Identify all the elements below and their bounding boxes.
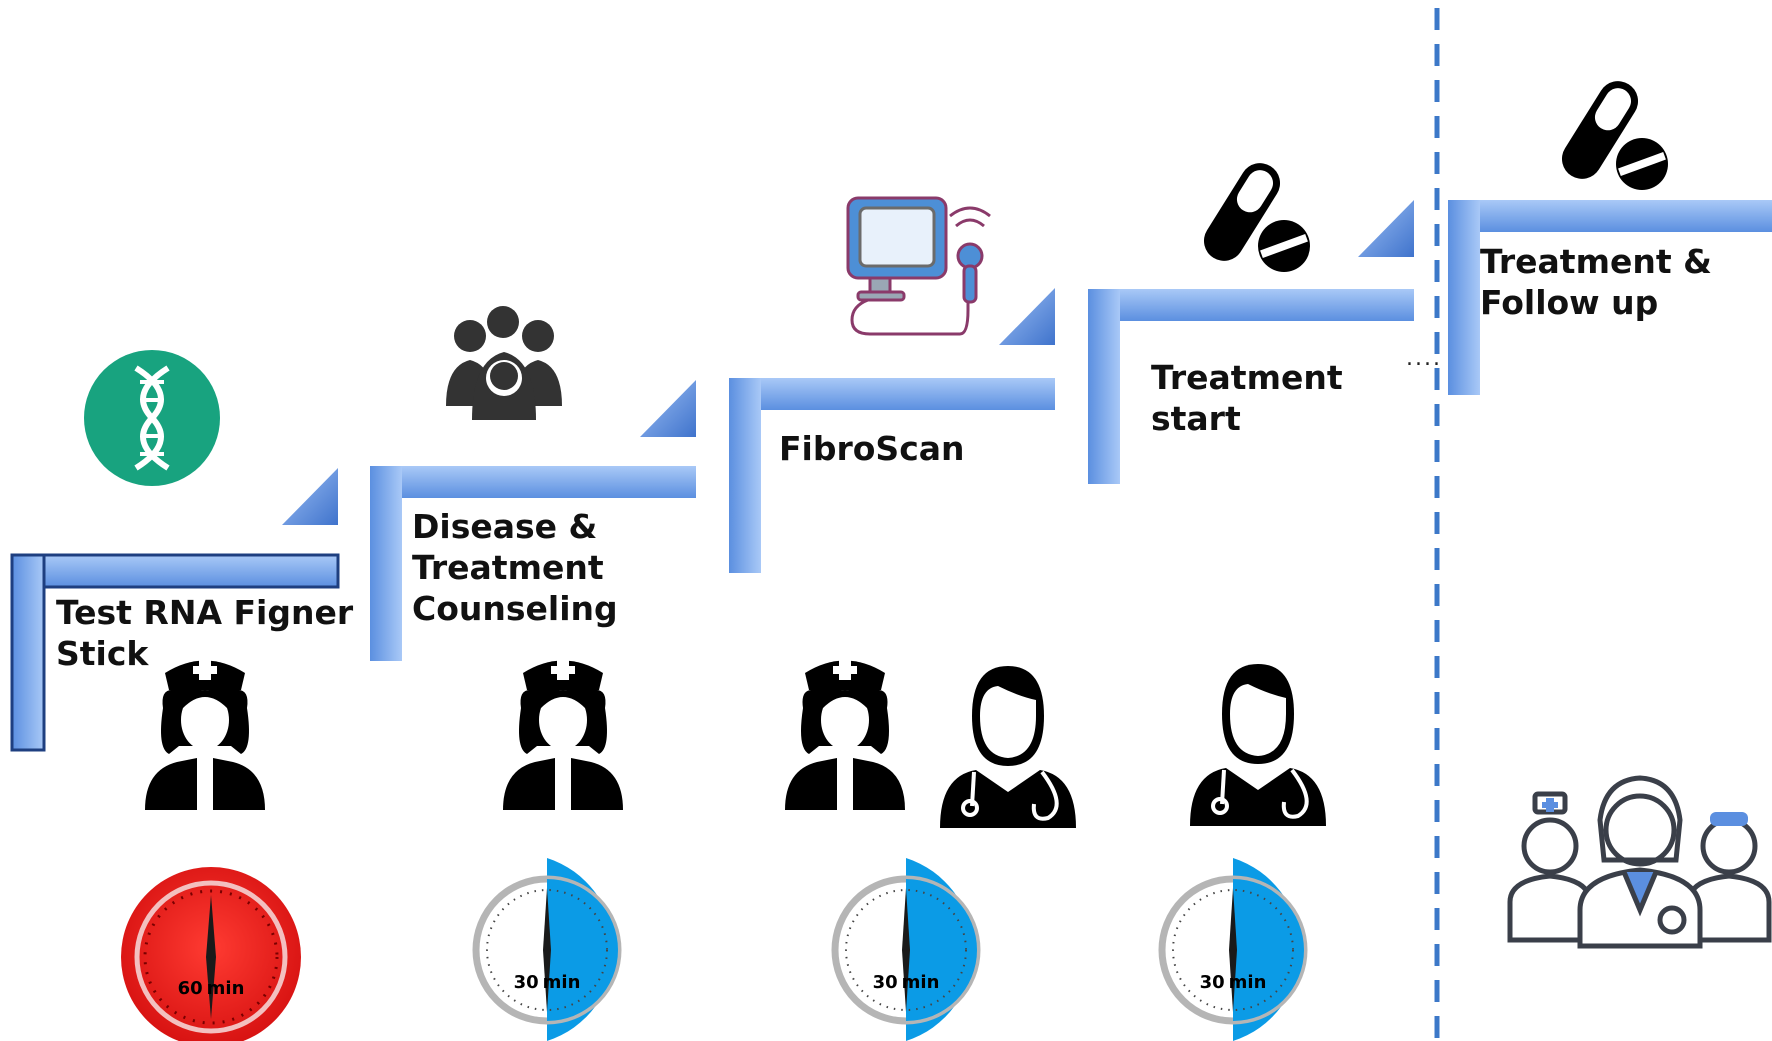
step-label-test-rna: Test RNA Figner Stick [56, 592, 353, 674]
step-frame-4 [1088, 289, 1414, 484]
label-line: start [1151, 399, 1241, 438]
medical-team-icon [1507, 775, 1772, 949]
step-connector-1 [282, 468, 338, 525]
step-label-fibroscan: FibroScan [779, 428, 965, 469]
label-line: Counseling [412, 589, 618, 628]
step-frame-3 [729, 378, 1055, 573]
step-label-counseling: Disease & Treatment Counseling [412, 506, 618, 629]
step-connector-3 [999, 288, 1055, 345]
label-line: Disease & [412, 507, 598, 546]
step-frame-final [1448, 200, 1772, 395]
label-line: Test RNA Figner [56, 593, 354, 632]
group-icon [446, 306, 562, 420]
step-connector-4 [1358, 200, 1414, 257]
label-line: Treatment [412, 548, 604, 587]
dna-icon [84, 350, 220, 486]
step-frame-1 [10, 553, 340, 752]
nurse-icon [785, 660, 905, 810]
label-line: Follow up [1480, 283, 1659, 322]
step-frame-2 [370, 466, 696, 661]
doctor-icon [938, 664, 1078, 830]
label-line: Treatment & [1480, 242, 1712, 281]
label-line: Stick [56, 634, 149, 673]
pills-icon-final [1554, 73, 1668, 190]
label-line: FibroScan [779, 429, 965, 468]
ultrasound-machine-icon [846, 196, 991, 336]
nurse-icon [503, 660, 623, 810]
doctor-icon [1188, 662, 1328, 828]
nurse-icon [145, 660, 265, 810]
continuation-mark: .... [1406, 346, 1442, 371]
step-label-treatment-follow-up: Treatment & Follow up [1480, 241, 1712, 323]
label-line: Treatment [1151, 358, 1343, 397]
pills-icon [1196, 155, 1310, 272]
step-label-treatment-start: Treatment start [1151, 357, 1343, 439]
step-connector-2 [640, 380, 696, 437]
